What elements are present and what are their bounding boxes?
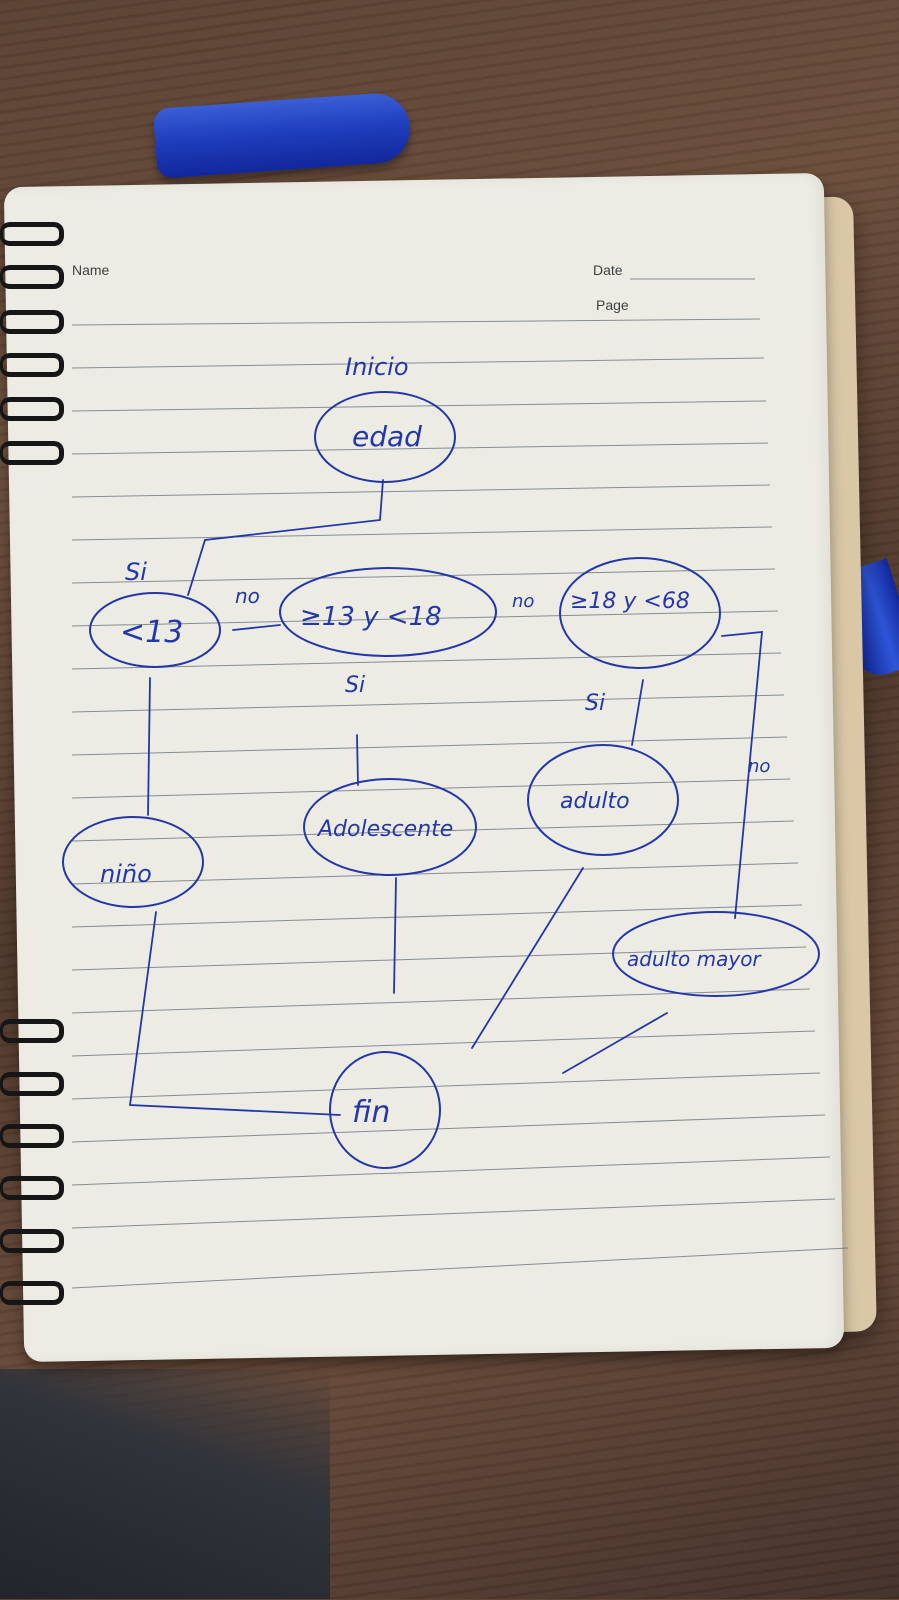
- spiral-ring: [0, 397, 64, 421]
- condition-3-shape: [559, 557, 721, 669]
- condition-2-shape: [279, 567, 497, 657]
- spiral-ring: [0, 1176, 64, 1200]
- child-node-shape: [62, 816, 204, 908]
- child-node-label: niño: [100, 860, 152, 888]
- input-node-shape: [314, 391, 456, 483]
- end-node-shape: [329, 1051, 441, 1169]
- spiral-ring: [0, 1019, 64, 1043]
- condition-1-label: <13: [120, 615, 183, 650]
- senior-node-shape: [612, 911, 820, 997]
- branch-yes-3: Si: [585, 691, 605, 716]
- branch-no-3: no: [748, 756, 770, 777]
- connector-input-to-c1: [187, 479, 384, 596]
- connector-teen-to-end: [393, 877, 397, 994]
- flowchart-shapes: [62, 391, 820, 1169]
- connector-child-to-end: [128, 911, 341, 1116]
- adult-node-shape: [527, 744, 679, 856]
- ruled-lines: [71, 278, 849, 1289]
- senior-node-label: adulto mayor: [627, 947, 762, 971]
- spiral-ring: [0, 1229, 64, 1253]
- spiral-ring: [0, 1072, 64, 1096]
- branch-no-1: no: [235, 584, 260, 608]
- page-label: Page: [596, 297, 629, 313]
- end-node-label: fin: [352, 1095, 390, 1130]
- connector-c2-to-teen: [356, 734, 359, 786]
- condition-1-shape: [89, 592, 221, 668]
- spiral-ring: [0, 265, 64, 289]
- spiral-ring: [0, 441, 64, 465]
- branch-no-2: no: [512, 591, 534, 612]
- connector-adult-to-end: [471, 867, 584, 1049]
- start-label: Inicio: [345, 353, 409, 381]
- adult-node-label: adulto: [560, 789, 630, 814]
- desk-shadow: [0, 1369, 330, 1599]
- branch-yes-2: Si: [345, 673, 365, 698]
- spiral-ring: [0, 222, 64, 246]
- condition-3-label: ≥18 y <68: [570, 589, 690, 614]
- spiral-ring: [0, 353, 64, 377]
- flowchart-connectors: [128, 479, 763, 1116]
- condition-2-label: ≥13 y <18: [300, 602, 442, 632]
- connector-c1-to-child: [147, 677, 151, 816]
- spiral-ring: [0, 310, 64, 334]
- spiral-ring: [0, 1281, 64, 1305]
- spiral-ring: [0, 1124, 64, 1148]
- teen-node-label: Adolescente: [316, 817, 453, 842]
- teen-node-shape: [303, 778, 477, 876]
- branch-yes-1: Si: [125, 558, 147, 586]
- input-node-label: edad: [352, 420, 422, 453]
- connector-c3-to-senior: [721, 630, 763, 919]
- date-label: Date: [593, 262, 623, 278]
- connector-c1-to-c2: [232, 624, 281, 631]
- connector-senior-to-end: [562, 1012, 668, 1074]
- connector-c3-to-adult: [631, 679, 644, 746]
- spiral-binding: [0, 0, 64, 1600]
- name-label: Name: [72, 262, 110, 278]
